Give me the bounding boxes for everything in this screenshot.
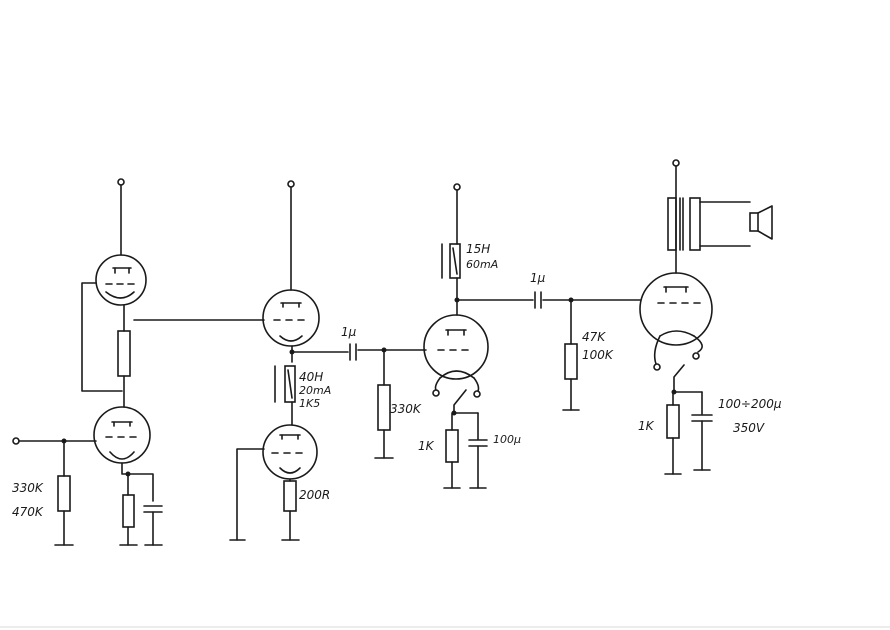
- stage3-tube: [423, 314, 489, 380]
- choke1-current-label: 20mA: [299, 384, 331, 397]
- choke2-inductance-label: 15H: [466, 242, 490, 256]
- stage3-wiring: [432, 183, 542, 489]
- stage1-wiring: [12, 178, 265, 546]
- stage2-cathode-resistor-label: 200R: [299, 488, 330, 502]
- output-cathode-cap-label: 100÷200µ: [718, 397, 782, 411]
- output-cathode-resistor-label: 1K: [638, 419, 655, 433]
- stage2-lower-tube: [262, 424, 318, 480]
- choke1-resistance-label: 1K5: [299, 397, 320, 410]
- output-tube: [639, 272, 713, 346]
- stage3-cathode-cap-label: 100µ: [493, 433, 521, 446]
- choke1-inductance-label: 40H: [299, 370, 323, 384]
- speaker-icon: [749, 212, 759, 232]
- stage1-lower-tube: [93, 406, 151, 464]
- stage1-grid-resistor-label-a: 330K: [12, 481, 44, 495]
- coupling-cap1-label: 1µ: [341, 325, 357, 339]
- stage1-grid-resistor-label-b: 470K: [12, 505, 44, 519]
- stage3-grid-resistor-label: 330K: [390, 402, 422, 416]
- stage2-upper-tube: [262, 289, 320, 347]
- coupling-cap2-label: 1µ: [530, 271, 546, 285]
- output-cathode-cap-voltage-label: 350V: [733, 421, 765, 435]
- output-wiring: [542, 159, 773, 475]
- output-transformer: [667, 197, 677, 251]
- output-grid-resistor-label-a: 47K: [582, 330, 606, 344]
- stage1-upper-tube: [95, 254, 147, 306]
- stage3-cathode-resistor-label: 1K: [418, 439, 435, 453]
- stage2-wiring: [229, 180, 427, 541]
- output-grid-resistor-label-b: 100K: [582, 348, 614, 362]
- choke2-current-label: 60mA: [466, 258, 498, 271]
